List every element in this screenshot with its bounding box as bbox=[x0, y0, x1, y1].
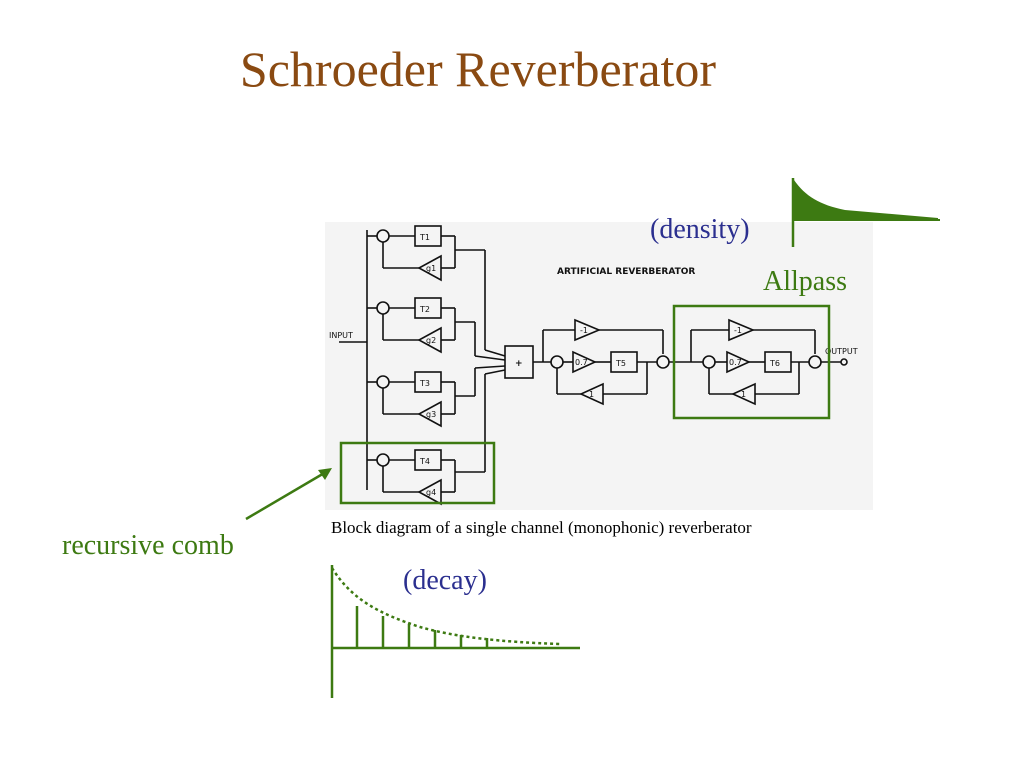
diagram-caption: Block diagram of a single channel (monop… bbox=[331, 518, 752, 537]
ap2-delay: T6 bbox=[769, 359, 780, 368]
comb-filter-3 bbox=[367, 368, 476, 428]
ap1-mid-gain: 0.7 bbox=[575, 358, 588, 367]
ap2-forward-gain: -1 bbox=[734, 326, 742, 335]
comb-gain-4: g4 bbox=[426, 488, 436, 497]
comb-delay-4: T4 bbox=[419, 457, 430, 466]
comb-pointer-arrow bbox=[245, 468, 332, 521]
decay-annotation: (decay) bbox=[403, 565, 487, 596]
ap2-feedback-gain: 1 bbox=[741, 390, 746, 399]
comb-delay-3: T3 bbox=[419, 379, 430, 388]
output-label: OUTPUT bbox=[825, 347, 858, 356]
summer-symbol: + bbox=[515, 359, 523, 369]
comb-delay-2: T2 bbox=[419, 305, 430, 314]
ap1-feedback-gain: 1 bbox=[589, 390, 594, 399]
diagram-heading: ARTIFICIAL REVERBERATOR bbox=[557, 267, 695, 277]
input-label: INPUT bbox=[329, 331, 353, 340]
comb-delay-1: T1 bbox=[419, 233, 430, 242]
comb-filter-1 bbox=[367, 225, 486, 350]
ap2-mid-gain: 0.7 bbox=[729, 358, 742, 367]
density-annotation: (density) bbox=[650, 214, 750, 245]
ap1-forward-gain: -1 bbox=[580, 326, 588, 335]
comb-gain-1: g1 bbox=[426, 264, 436, 273]
comb-filter-2 bbox=[367, 297, 476, 356]
ap1-delay: T5 bbox=[615, 359, 626, 368]
comb-gain-3: g3 bbox=[426, 410, 436, 419]
recursive-comb-annotation: recursive comb bbox=[62, 530, 234, 561]
slide-title: Schroeder Reverberator bbox=[239, 41, 717, 97]
allpass-annotation: Allpass bbox=[763, 266, 847, 297]
comb-filter-4 bbox=[367, 374, 486, 506]
comb-gain-2: g2 bbox=[426, 336, 436, 345]
